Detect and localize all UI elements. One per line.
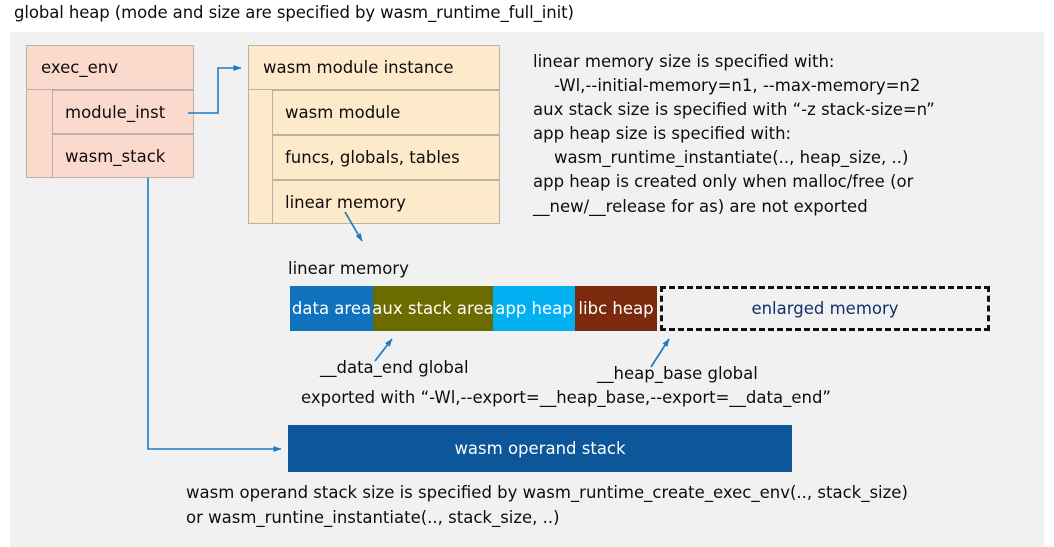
memory-segment-enlarged-memory[interactable]: enlarged memory [660,286,990,331]
wasm-operand-stack-box[interactable]: wasm operand stack [288,425,792,472]
memory-segment-data-area-label: data area [291,299,372,318]
module-instance-row-wasm-module: wasm module [272,90,500,135]
module-instance-header: wasm module instance [248,45,500,90]
wasm-operand-stack-label: wasm operand stack [454,439,626,458]
module-instance-row-linear-memory-label: linear memory [285,192,406,212]
module-instance-row-funcs-globals-tables-label: funcs, globals, tables [285,148,460,167]
module-instance-header-label: wasm module instance [263,58,454,77]
memory-segment-libc-heap[interactable]: libc heap [575,286,657,331]
page-title: global heap (mode and size are specified… [14,3,574,22]
exec-env-row-wasm-stack: wasm_stack [52,134,194,178]
exec-env-row-wasm-stack-label: wasm_stack [65,146,166,166]
linear-memory-caption: linear memory [288,259,409,278]
module-instance-row-wasm-module-label: wasm module [285,103,401,122]
memory-segment-data-area[interactable]: data area [290,286,373,331]
operand-stack-note: wasm operand stack size is specified by … [186,483,908,527]
memory-segment-enlarged-memory-label: enlarged memory [751,299,899,318]
module-instance-row-funcs-globals-tables: funcs, globals, tables [272,135,500,180]
exec-env-header-label: exec_env [41,58,118,77]
exec-env-row-module-inst-label: module_inst [65,102,166,122]
memory-segment-aux-stack-area-label: aux stack area [372,299,494,318]
heap-base-annotation: __heap_base global [597,364,758,383]
memory-segment-app-heap-label: app heap [495,299,573,318]
memory-segment-app-heap[interactable]: app heap [493,286,575,331]
exec-env-row-module-inst: module_inst [52,90,194,134]
exec-env-header: exec_env [26,45,194,90]
memory-config-note: linear memory size is specified with: -W… [533,52,935,216]
memory-segment-aux-stack-area[interactable]: aux stack area [372,286,494,331]
memory-segment-libc-heap-label: libc heap [578,299,654,318]
module-instance-row-linear-memory: linear memory [272,180,500,224]
exported-with-annotation: exported with “-Wl,--export=__heap_base,… [301,388,831,407]
data-end-annotation: __data_end global [320,358,469,377]
